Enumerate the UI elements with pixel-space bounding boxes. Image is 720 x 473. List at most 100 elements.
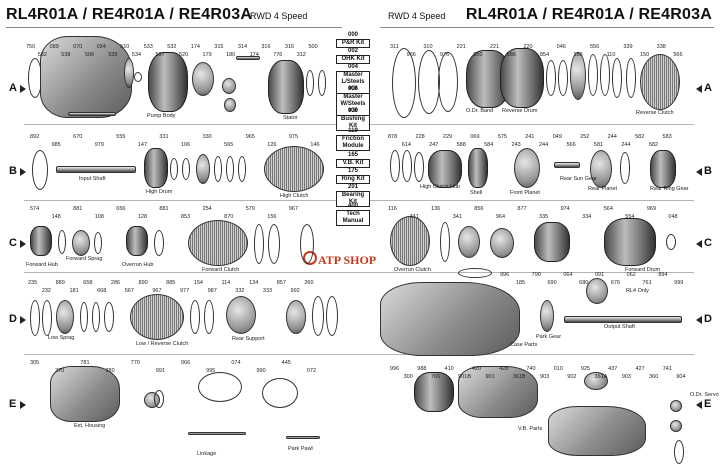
bushing — [154, 390, 164, 408]
caption-od-band: O.Dr. Band — [466, 108, 494, 114]
part-number-row-e-right: 361A — [594, 374, 608, 380]
snap-ring — [58, 230, 66, 254]
part-number-row-d-left: 992 — [290, 288, 300, 294]
pump-gear — [192, 62, 214, 96]
part-number-row-d-left: 857 — [276, 280, 286, 286]
header-title-left: RL4R01A / RE4R01A / RE4R03A — [6, 6, 253, 23]
part-number-row-b-left: 146 — [310, 142, 320, 148]
part-number-row-e-right: 360 — [649, 374, 659, 380]
valve-body — [458, 366, 538, 418]
caption-park-pawl: Park Pawl — [288, 446, 313, 452]
part-number-row-c-right: 564 — [603, 206, 613, 212]
input-shaft — [56, 166, 136, 173]
part-number-row-e-left: 445 — [281, 360, 291, 366]
part-number-row-b-right: 244 — [607, 134, 617, 140]
snap-ring — [104, 302, 114, 332]
part-number-row-a-right: 311 — [390, 44, 399, 50]
overrun-clutch — [390, 216, 430, 266]
part-number-row-e-right: 903 — [540, 374, 550, 380]
snap-ring — [626, 58, 636, 98]
part-number-row-b-right: 228 — [415, 134, 425, 140]
shell — [468, 148, 488, 188]
part-number-row-c-right: 048 — [668, 214, 678, 220]
part-number-row-d-right: 790 — [531, 272, 541, 278]
part-number-row-c-right: 334 — [582, 214, 592, 220]
snap-ring — [600, 54, 610, 96]
piston — [286, 300, 306, 334]
part-number-row-a-left: 034 — [96, 44, 106, 50]
part-number-row-a-left: 535 — [108, 52, 118, 58]
row-letter-d-right: D — [704, 313, 712, 325]
kit-number: 400 — [347, 203, 358, 209]
rl4-governor — [586, 278, 608, 304]
caption-overrun-clutch: Overrun Clutch — [394, 267, 431, 273]
part-number-row-e-right: 996 — [390, 366, 400, 372]
kit-number: 006 — [347, 86, 358, 92]
part-number-row-a-left: 776 — [273, 52, 283, 58]
part-number-row-b-left: 331 — [159, 134, 169, 140]
part-number-row-d-left: 333 — [262, 288, 273, 294]
row-letter-b-left: B — [9, 165, 17, 177]
part-number-row-b-right: 582 — [635, 134, 645, 140]
forward-sprag — [72, 230, 90, 256]
caption-shell: Shell — [470, 190, 483, 196]
arrow-left-icon — [696, 401, 702, 409]
filter — [584, 372, 608, 390]
caption-high-drum: High Drum — [146, 189, 173, 195]
part-number-row-a-right: 221 — [456, 44, 466, 50]
forward-hub — [30, 226, 52, 256]
snap-ring — [92, 302, 100, 332]
part-number-row-a-left: 070 — [73, 44, 83, 50]
part-number-row-e-left: 305 — [30, 360, 40, 366]
part-number-row-b-left: 565 — [224, 142, 234, 148]
pump-seal — [124, 58, 134, 88]
thrust-washer — [620, 152, 630, 184]
part-number-row-e-left: 370 — [55, 368, 65, 374]
part-number-row-b-right: 614 — [401, 142, 411, 148]
row-letter-e-right: E — [704, 398, 712, 410]
caption-rear-sun-gear: Rear Sun Gear — [560, 176, 597, 182]
snap-ring — [300, 224, 314, 264]
part-number-row-d-right: 894 — [658, 272, 668, 278]
thrust-washer — [402, 150, 412, 182]
bolt — [68, 112, 116, 116]
part-number-row-e-right: 741 — [662, 366, 672, 372]
header-subtitle-right: RWD 4 Speed — [388, 11, 446, 21]
part-number-row-a-right: 850 — [473, 52, 483, 58]
arrow-right-icon — [20, 168, 26, 176]
snap-ring — [80, 302, 88, 332]
part-number-row-c-left: 881 — [159, 206, 169, 212]
part-number-row-c-right: 335 — [539, 214, 549, 220]
kit-number: 201 — [347, 184, 358, 190]
part-number-row-e-right: 361B — [512, 374, 526, 380]
spring — [214, 156, 222, 182]
part-number-row-b-right: 241 — [525, 134, 535, 140]
part-number-row-e-right: 010 — [553, 366, 563, 372]
kit-label: Bushing Kit — [336, 115, 370, 131]
part-number-row-b-left: 975 — [288, 134, 299, 140]
pump-valve — [224, 98, 236, 112]
arrow-right-icon — [20, 401, 26, 409]
part-number-row-c-left: 156 — [267, 214, 277, 220]
caption-rear-planet: Rear Planet — [588, 186, 618, 192]
snap-ring — [326, 296, 338, 336]
part-number-row-b-right: 244 — [539, 142, 549, 148]
part-number-row-a-right: 310 — [423, 44, 433, 50]
part-number-row-b-right: 566 — [566, 142, 576, 148]
seal-ring — [546, 60, 556, 96]
part-number-row-c-right: 964 — [495, 214, 506, 220]
caption-reverse-drum: Reverse Drum — [502, 108, 538, 114]
part-number-row-b-left: 892 — [30, 134, 40, 140]
part-number-row-a-left: 506 — [84, 52, 95, 58]
overrun-hub — [126, 226, 148, 256]
kit-label: P&R Kit — [336, 39, 370, 48]
output-shaft — [564, 316, 682, 323]
part-number-row-e-left: 072 — [306, 368, 317, 374]
part-number-row-b-right: 252 — [580, 134, 590, 140]
part-number-row-b-right: 582 — [648, 142, 658, 148]
oil-pan — [548, 406, 646, 456]
piston — [490, 228, 514, 258]
servo-spring — [674, 440, 684, 464]
ext-housing — [50, 366, 120, 422]
servo-piston — [670, 400, 682, 412]
